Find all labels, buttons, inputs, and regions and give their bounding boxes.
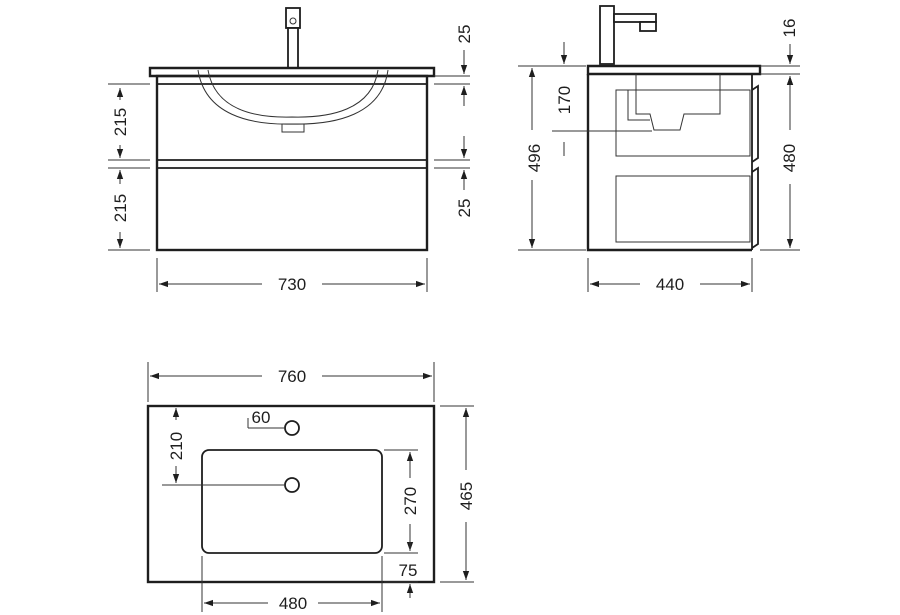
- dim-front-drawer-top: 215: [111, 108, 130, 136]
- dim-front-width: 730: [278, 275, 306, 294]
- countertop-top: [146, 404, 436, 584]
- dim-top-tap-offset: 60: [252, 408, 271, 427]
- dim-front-top-gap: 25: [455, 25, 474, 44]
- countertop-side: [586, 64, 762, 76]
- basin-bowl-front: [197, 69, 389, 125]
- tap-side: [599, 5, 657, 65]
- dim-side-cabinet-height: 480: [780, 144, 799, 172]
- top-view: 760 60 210 270 75 465 480: [146, 362, 476, 613]
- front-view: 215 215 25 25 730: [108, 7, 474, 294]
- drain-hole: [284, 477, 300, 493]
- dim-top-depth: 465: [457, 482, 476, 510]
- dim-top-bowl-depth: 270: [401, 487, 420, 515]
- dim-front-drawer-bottom: 215: [111, 194, 130, 222]
- dim-top-bowl-to-drain: 210: [167, 432, 186, 460]
- cabinet-front: [155, 74, 429, 252]
- dim-front-bottom-gap: 25: [455, 199, 474, 218]
- dim-side-top-thickness: 16: [780, 19, 799, 38]
- dim-side-total-height: 496: [525, 144, 544, 172]
- dim-top-bowl-width: 480: [279, 594, 307, 613]
- dim-side-depth: 440: [656, 275, 684, 294]
- side-view: 496 170 16 480 440: [518, 5, 800, 294]
- tap-front: [285, 7, 301, 69]
- dim-top-front-margin: 75: [399, 561, 418, 580]
- dim-side-basin-depth: 170: [555, 86, 574, 114]
- basin-bowl-top: [201, 449, 383, 554]
- tap-hole: [284, 420, 300, 436]
- dim-top-width: 760: [278, 367, 306, 386]
